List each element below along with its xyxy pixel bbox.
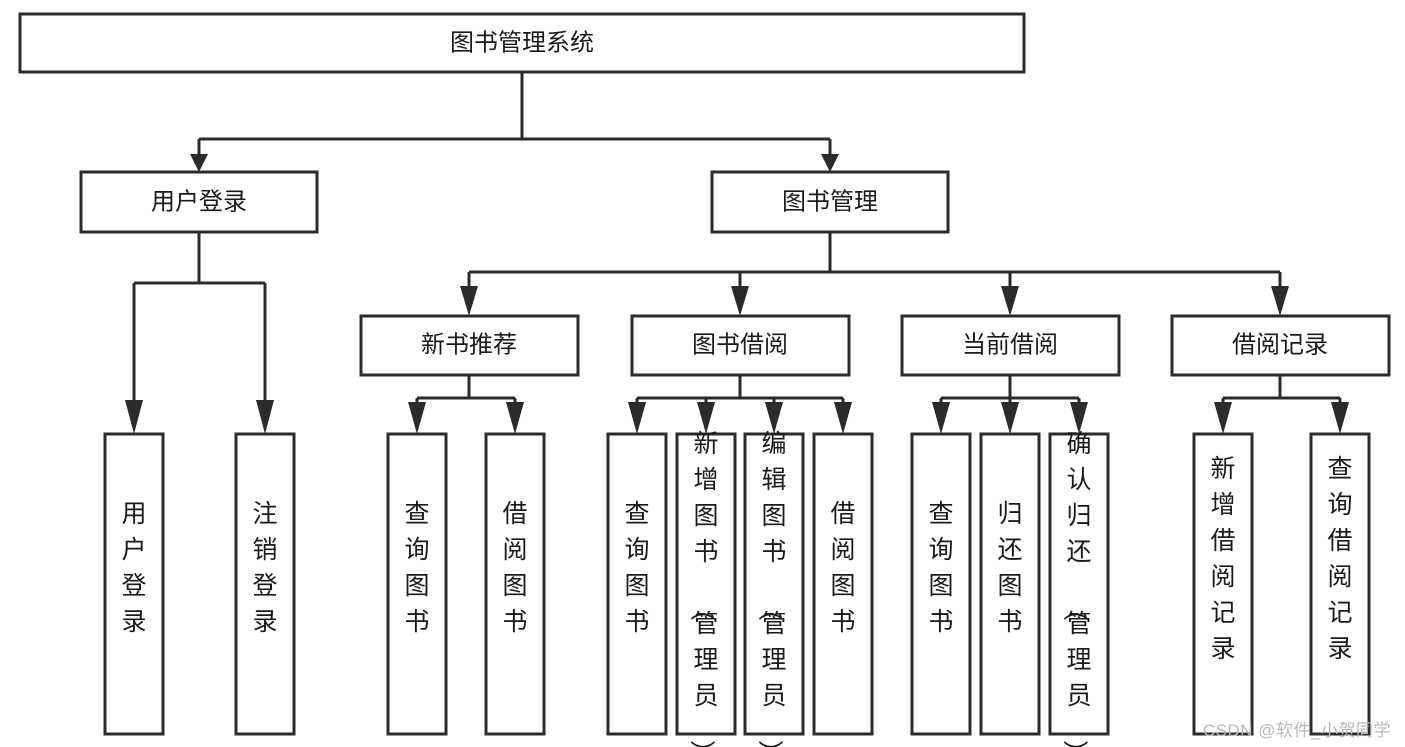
node-leaf-add-book-box[interactable] (675, 432, 737, 736)
node-leaf-query-book-1-box[interactable] (386, 432, 448, 736)
node-leaf-confirm-return-box[interactable] (1048, 432, 1110, 736)
arrowhead-leaf-query-record (1331, 402, 1349, 434)
node-leaf-add-book[interactable]: 新增图书（管理员） (675, 430, 737, 747)
node-new-book-recommend-label: 新书推荐 (421, 331, 517, 358)
node-leaf-query-record-label: 查询借阅记录 (1327, 455, 1352, 663)
node-leaf-borrow-book-2-box[interactable] (812, 432, 874, 736)
node-leaf-query-record-box[interactable] (1309, 432, 1371, 736)
node-current-borrow-label: 当前借阅 (962, 331, 1058, 358)
arrowhead-leaf-add-book (697, 402, 715, 434)
node-new-book-recommend-box[interactable] (359, 314, 580, 377)
node-book-management-label: 图书管理 (782, 188, 878, 215)
node-leaf-confirm-return-label: 确认归还（管理员） (1060, 430, 1091, 747)
node-leaf-logout-login[interactable]: 注销登录 (234, 432, 296, 736)
arrowhead-leaf-logout-login (256, 400, 274, 434)
arrowhead-borrow-record (1271, 286, 1289, 316)
node-leaf-add-book-label: 新增图书（管理员） (687, 430, 718, 747)
node-leaf-edit-book[interactable]: 编辑图书（管理员） (743, 430, 805, 747)
node-leaf-confirm-return[interactable]: 确认归还（管理员） (1048, 430, 1110, 747)
node-leaf-query-book-2[interactable]: 查询图书 (606, 432, 668, 736)
node-root-label: 图书管理系统 (450, 29, 594, 56)
arrowhead-book-borrow (731, 286, 749, 316)
node-leaf-borrow-book-2-label: 借阅图书 (830, 500, 855, 636)
arrowhead-leaf-borrow-book-2 (834, 402, 852, 434)
node-leaf-user-login-label: 用户登录 (121, 500, 146, 636)
node-leaf-query-book-3-label: 查询图书 (928, 500, 953, 636)
node-leaf-return-book[interactable]: 归还图书 (979, 432, 1041, 736)
node-leaf-add-record-box[interactable] (1192, 432, 1254, 736)
node-leaf-edit-book-label: 编辑图书（管理员） (755, 430, 786, 747)
node-book-borrow-label: 图书借阅 (692, 331, 788, 358)
arrowhead-leaf-confirm-return (1070, 402, 1088, 434)
arrowhead-book-management (821, 154, 839, 172)
node-user-login-box[interactable] (79, 170, 319, 234)
node-current-borrow[interactable]: 当前借阅 (900, 314, 1121, 377)
node-root-box[interactable] (18, 12, 1026, 74)
node-borrow-record-box[interactable] (1170, 314, 1391, 377)
arrowhead-leaf-edit-book (765, 402, 783, 434)
node-book-borrow[interactable]: 图书借阅 (630, 314, 851, 377)
node-leaf-return-book-label: 归还图书 (997, 500, 1022, 636)
node-leaf-add-record[interactable]: 新增借阅记录 (1192, 432, 1254, 736)
node-leaf-user-login-box[interactable] (103, 432, 165, 736)
arrowhead-leaf-query-book-2 (628, 402, 646, 434)
node-leaf-edit-book-box[interactable] (743, 432, 805, 736)
node-leaf-query-book-2-box[interactable] (606, 432, 668, 736)
node-leaf-query-book-3-box[interactable] (910, 432, 972, 736)
arrowhead-leaf-query-book-3 (932, 402, 950, 434)
node-book-borrow-box[interactable] (630, 314, 851, 377)
node-leaf-borrow-book-1-box[interactable] (484, 432, 546, 736)
node-leaf-query-book-1-label: 查询图书 (404, 500, 429, 636)
node-leaf-logout-login-label: 注销登录 (252, 500, 277, 636)
node-leaf-user-login[interactable]: 用户登录 (103, 432, 165, 736)
node-book-management[interactable]: 图书管理 (710, 170, 950, 234)
node-leaf-borrow-book-1-label: 借阅图书 (502, 500, 527, 636)
arrowhead-leaf-query-book-1 (408, 402, 426, 434)
edge-group (125, 72, 1349, 434)
arrowhead-user-login (190, 154, 208, 172)
node-leaf-query-book-3[interactable]: 查询图书 (910, 432, 972, 736)
node-borrow-record[interactable]: 借阅记录 (1170, 314, 1391, 377)
arrowhead-new-book-recommend (460, 286, 478, 316)
node-leaf-add-record-label: 新增借阅记录 (1210, 455, 1235, 663)
node-root[interactable]: 图书管理系统 (18, 12, 1026, 74)
node-leaf-query-book-1[interactable]: 查询图书 (386, 432, 448, 736)
node-leaf-borrow-book-1[interactable]: 借阅图书 (484, 432, 546, 736)
node-user-login-label: 用户登录 (151, 188, 247, 215)
node-user-login[interactable]: 用户登录 (79, 170, 319, 234)
node-new-book-recommend[interactable]: 新书推荐 (359, 314, 580, 377)
node-leaf-return-book-box[interactable] (979, 432, 1041, 736)
arrowhead-leaf-borrow-book-1 (506, 402, 524, 434)
node-current-borrow-box[interactable] (900, 314, 1121, 377)
node-borrow-record-label: 借阅记录 (1232, 331, 1328, 358)
node-leaf-borrow-book-2[interactable]: 借阅图书 (812, 432, 874, 736)
arrowhead-leaf-return-book (1001, 402, 1019, 434)
node-leaf-query-book-2-label: 查询图书 (624, 500, 649, 636)
arrowhead-leaf-user-login (125, 400, 143, 434)
node-leaf-logout-login-box[interactable] (234, 432, 296, 736)
node-leaf-query-record[interactable]: 查询借阅记录 (1309, 432, 1371, 736)
arrowhead-leaf-add-record (1214, 402, 1232, 434)
arrowhead-current-borrow (1001, 286, 1019, 316)
node-book-management-box[interactable] (710, 170, 950, 234)
